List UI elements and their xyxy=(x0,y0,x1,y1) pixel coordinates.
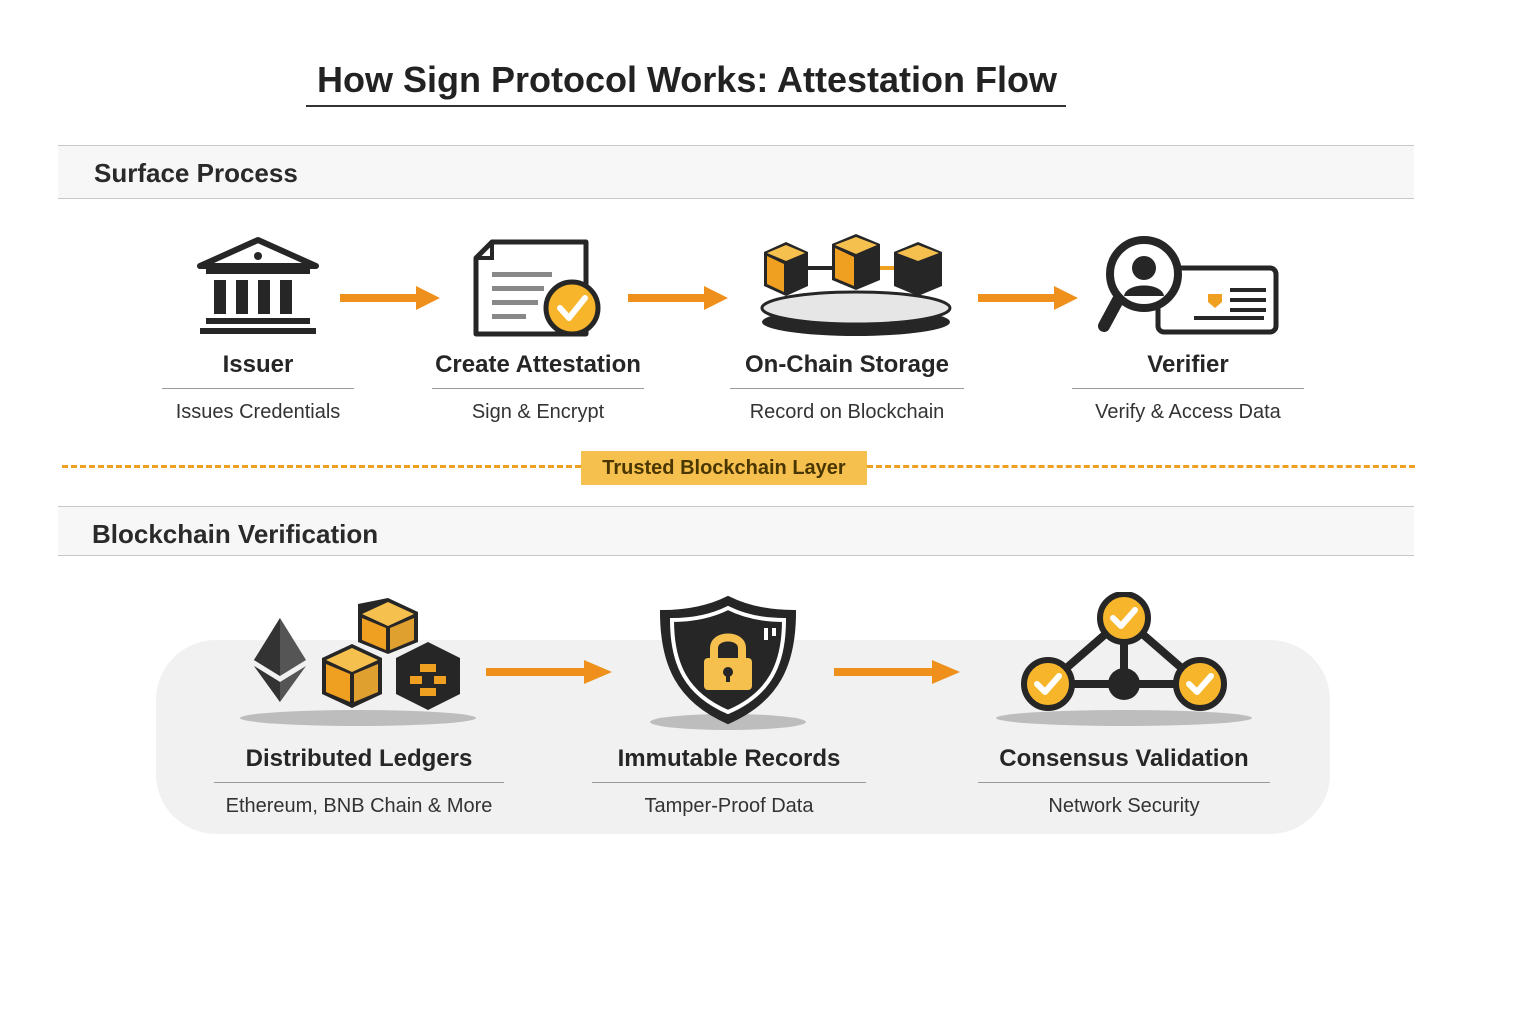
step-on-chain-storage: On-Chain Storage Record on Blockchain xyxy=(728,350,966,425)
blockchain-section-header: Blockchain Verification xyxy=(58,506,1414,556)
step-distributed-ledgers: Distributed Ledgers Ethereum, BNB Chain … xyxy=(212,744,506,819)
magnifier-id-card-icon xyxy=(1098,236,1280,336)
step-title: On-Chain Storage xyxy=(744,351,949,378)
step-divider xyxy=(978,782,1270,783)
step-title: Immutable Records xyxy=(617,745,841,772)
step-title: Issuer xyxy=(222,351,294,378)
title-underline xyxy=(306,105,1066,107)
ledger-cubes-icon xyxy=(240,598,480,730)
step-description: Network Security xyxy=(1048,795,1200,817)
step-description: Verify & Access Data xyxy=(1095,401,1281,423)
surface-section-title: Surface Process xyxy=(94,158,298,188)
step-divider xyxy=(592,782,866,783)
consensus-network-icon xyxy=(994,592,1254,730)
shield-lock-icon xyxy=(648,594,808,732)
arrow-right-icon xyxy=(486,658,616,686)
step-issuer: Issuer Issues Credentials xyxy=(160,350,356,425)
step-divider xyxy=(162,388,354,389)
step-description: Tamper-Proof Data xyxy=(644,795,814,817)
page-title: How Sign Protocol Works: Attestation Flo… xyxy=(316,59,1057,100)
bank-building-icon xyxy=(196,236,320,338)
signed-document-icon xyxy=(470,238,602,338)
step-title: Consensus Validation xyxy=(999,745,1249,772)
step-verifier: Verifier Verify & Access Data xyxy=(1070,350,1306,425)
step-description: Issues Credentials xyxy=(175,401,341,423)
arrow-right-icon xyxy=(628,284,732,312)
step-description: Record on Blockchain xyxy=(749,401,945,423)
chained-blocks-icon xyxy=(758,234,954,338)
step-consensus-validation: Consensus Validation Network Security xyxy=(976,744,1272,819)
blockchain-section-title: Blockchain Verification xyxy=(92,519,379,549)
trusted-layer-badge: Trusted Blockchain Layer xyxy=(581,451,867,485)
surface-section-header: Surface Process xyxy=(58,145,1414,199)
step-description: Ethereum, BNB Chain & More xyxy=(225,795,493,817)
layer-divider-left xyxy=(62,465,581,468)
step-divider xyxy=(432,388,644,389)
layer-divider-right xyxy=(867,465,1415,468)
step-divider xyxy=(214,782,504,783)
step-title: Create Attestation xyxy=(435,351,641,378)
step-immutable-records: Immutable Records Tamper-Proof Data xyxy=(590,744,868,819)
step-description: Sign & Encrypt xyxy=(471,401,605,423)
step-divider xyxy=(1072,388,1304,389)
step-create-attestation: Create Attestation Sign & Encrypt xyxy=(430,350,646,425)
arrow-right-icon xyxy=(834,658,964,686)
step-divider xyxy=(730,388,964,389)
step-title: Distributed Ledgers xyxy=(245,745,473,772)
step-title: Verifier xyxy=(1147,351,1229,378)
arrow-right-icon xyxy=(340,284,444,312)
arrow-right-icon xyxy=(978,284,1082,312)
